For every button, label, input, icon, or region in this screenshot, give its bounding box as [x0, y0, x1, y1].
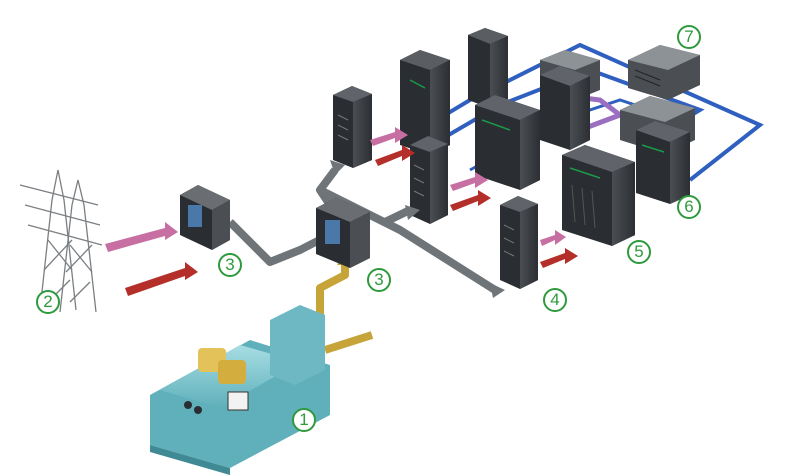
- grid-arrow-red: [125, 262, 198, 296]
- transmission-tower-icon: [19, 169, 103, 313]
- rack-back-1: [400, 50, 450, 155]
- badge-rack-row: 5: [627, 240, 651, 264]
- badge-transformer-a: 3: [218, 253, 242, 277]
- rack-mid-right: [540, 66, 590, 150]
- rack-mid-center: [475, 95, 540, 190]
- rack-front-6: [636, 121, 690, 204]
- badge-utility-grid: 2: [36, 290, 60, 314]
- transformer-cabinet-a: [180, 185, 230, 250]
- badge-cooling-unit: 6: [677, 195, 701, 219]
- grid-arrow-pink: [105, 222, 178, 252]
- badge-generator: 1: [292, 408, 316, 432]
- rack-mid-left: [333, 86, 372, 168]
- badge-transformer-b: 3: [367, 268, 391, 292]
- rack-front-center: [410, 136, 448, 224]
- badge-server-rack: 4: [543, 288, 567, 312]
- rack-front-4: [500, 196, 538, 289]
- rack-arrow-red-1: [375, 145, 415, 166]
- rack-arrow-pink-1: [370, 127, 408, 146]
- rack-arrow-pink-3: [540, 230, 566, 246]
- duct-branch-center: [383, 206, 412, 226]
- badge-chiller: 7: [677, 25, 701, 49]
- rack-front-5: [562, 145, 635, 246]
- rack-arrow-pink-2: [450, 172, 488, 191]
- cooling-unit-7: [628, 45, 700, 100]
- duct-arrowheads: [330, 160, 505, 298]
- generator-icon: [150, 305, 330, 475]
- rack-arrow-red-2: [450, 190, 491, 211]
- blue-duct-outer: [418, 42, 764, 182]
- generator-duct: [316, 262, 349, 330]
- feed-arrows: [105, 127, 578, 296]
- rack-back-2: [468, 28, 508, 108]
- transformer-cabinet-b: [316, 198, 370, 268]
- generator-duct-feed: [323, 331, 374, 354]
- rack-arrow-red-3: [540, 248, 578, 268]
